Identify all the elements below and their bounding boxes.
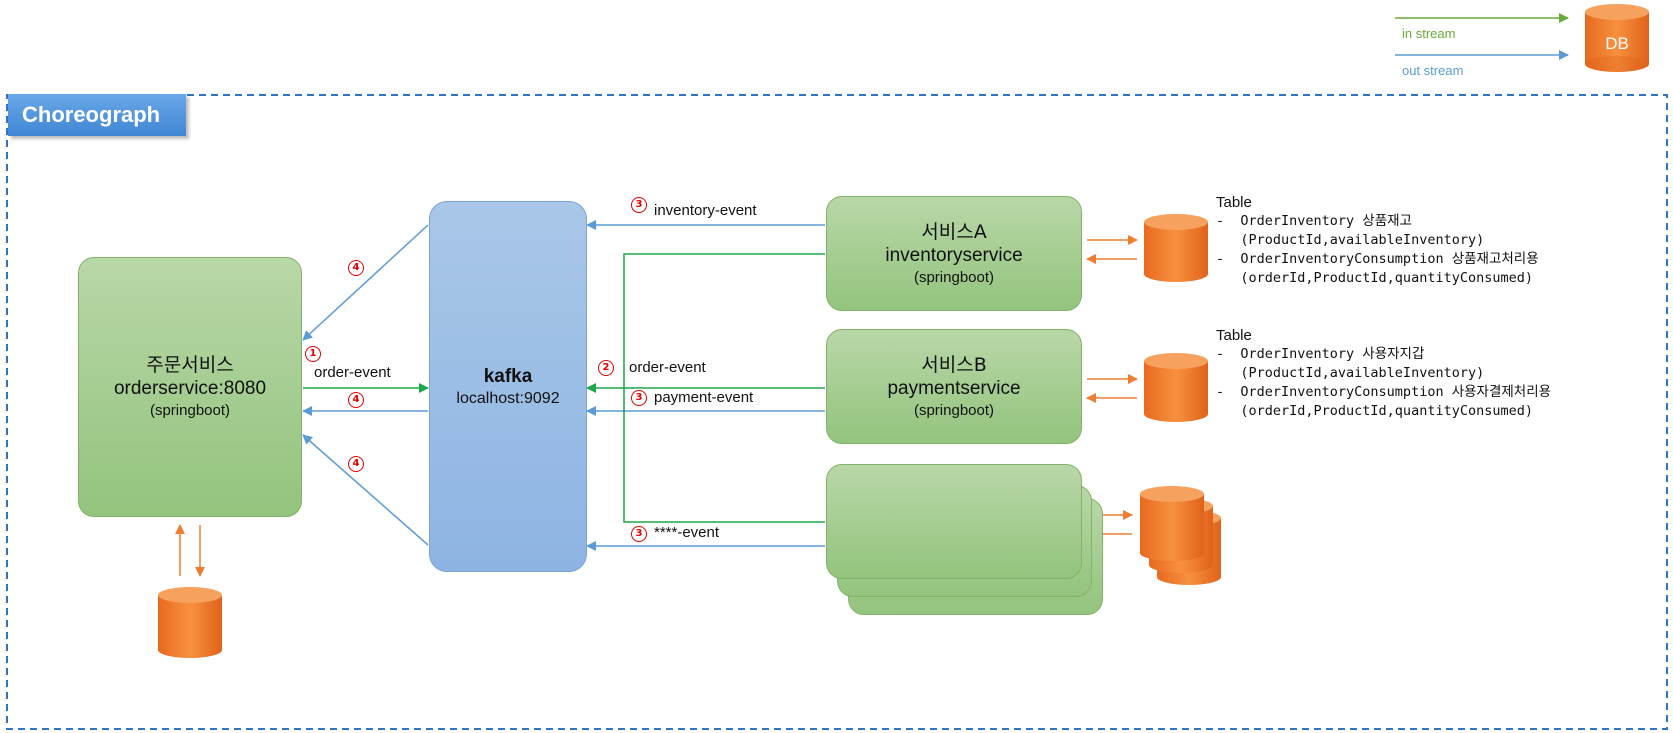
table-b-title: Table [1216, 327, 1252, 344]
table-a-row: - OrderInventoryConsumption 상품재고처리용 [1216, 251, 1539, 267]
service-a-sub: (springboot) [913, 268, 995, 286]
order-service-title: 주문서비스 [146, 354, 234, 376]
order-event-label-right: order-event [629, 359, 706, 376]
table-b-description: Table - OrderInventory 사용자지갑 (ProductId,… [1216, 326, 1551, 421]
service-b-name: paymentservice [887, 377, 1021, 399]
service-b-sub: (springboot) [913, 401, 995, 419]
service-b-title: 서비스B [921, 353, 987, 376]
order-service-box[interactable]: 주문서비스 orderservice:8080 (springboot) [78, 257, 302, 517]
step-badge-4-top: 4 [348, 260, 364, 276]
step-badge-1: 1 [305, 346, 321, 362]
service-stack-front[interactable] [826, 464, 1082, 579]
service-b-box[interactable]: 서비스B paymentservice (springboot) [826, 329, 1082, 444]
service-a-box[interactable]: 서비스A inventoryservice (springboot) [826, 196, 1082, 311]
kafka-to-order-bottom-arrow [302, 434, 429, 546]
service-a-db-icon [1144, 214, 1208, 282]
kafka-host: localhost:9092 [456, 389, 560, 407]
table-a-row: (orderId,ProductId,quantityConsumed) [1216, 270, 1533, 286]
payment-event-label: payment-event [654, 389, 754, 406]
legend-db-icon [1585, 4, 1649, 72]
other-event-label: ****-event [654, 524, 720, 541]
order-service-name: orderservice:8080 [113, 378, 267, 399]
order-db-icon [158, 587, 222, 658]
table-a-row: (ProductId,availableInventory) [1216, 232, 1485, 248]
step-badge-4-bottom: 4 [348, 456, 364, 472]
legend-db-label: DB [1605, 34, 1629, 53]
step-badge-3-other: 3 [631, 526, 647, 542]
legend-in-stream-label: in stream [1402, 26, 1456, 41]
choreograph-frame [6, 94, 1668, 730]
kafka-box[interactable]: kafka localhost:9092 [429, 201, 587, 572]
inventory-event-label: inventory-event [654, 202, 757, 219]
table-b-row: - OrderInventoryConsumption 사용자결제처리용 [1216, 384, 1552, 400]
service-stack-db-icon [1140, 486, 1221, 585]
table-b-row: (ProductId,availableInventory) [1216, 365, 1485, 381]
kafka-name: kafka [483, 365, 533, 387]
legend-out-stream-label: out stream [1402, 63, 1464, 78]
table-b-row: - OrderInventory 사용자지갑 [1216, 346, 1425, 362]
table-b-row: (orderId,ProductId,quantityConsumed) [1216, 403, 1533, 419]
step-badge-3-inventory: 3 [631, 197, 647, 213]
service-a-title: 서비스A [921, 220, 987, 243]
kafka-to-order-top-arrow [302, 224, 429, 341]
order-service-sub: (springboot) [149, 402, 231, 419]
step-badge-2: 2 [598, 360, 614, 376]
table-a-description: Table - OrderInventory 상품재고 (ProductId,a… [1216, 193, 1539, 288]
step-badge-4-mid: 4 [348, 392, 364, 408]
table-a-row: - OrderInventory 상품재고 [1216, 213, 1412, 229]
service-b-db-icon [1144, 353, 1208, 422]
table-a-title: Table [1216, 194, 1252, 211]
order-event-label-left: order-event [314, 364, 391, 381]
service-a-name: inventoryservice [885, 244, 1023, 266]
choreograph-title: Choreograph [8, 94, 186, 136]
step-badge-3-payment: 3 [631, 390, 647, 406]
